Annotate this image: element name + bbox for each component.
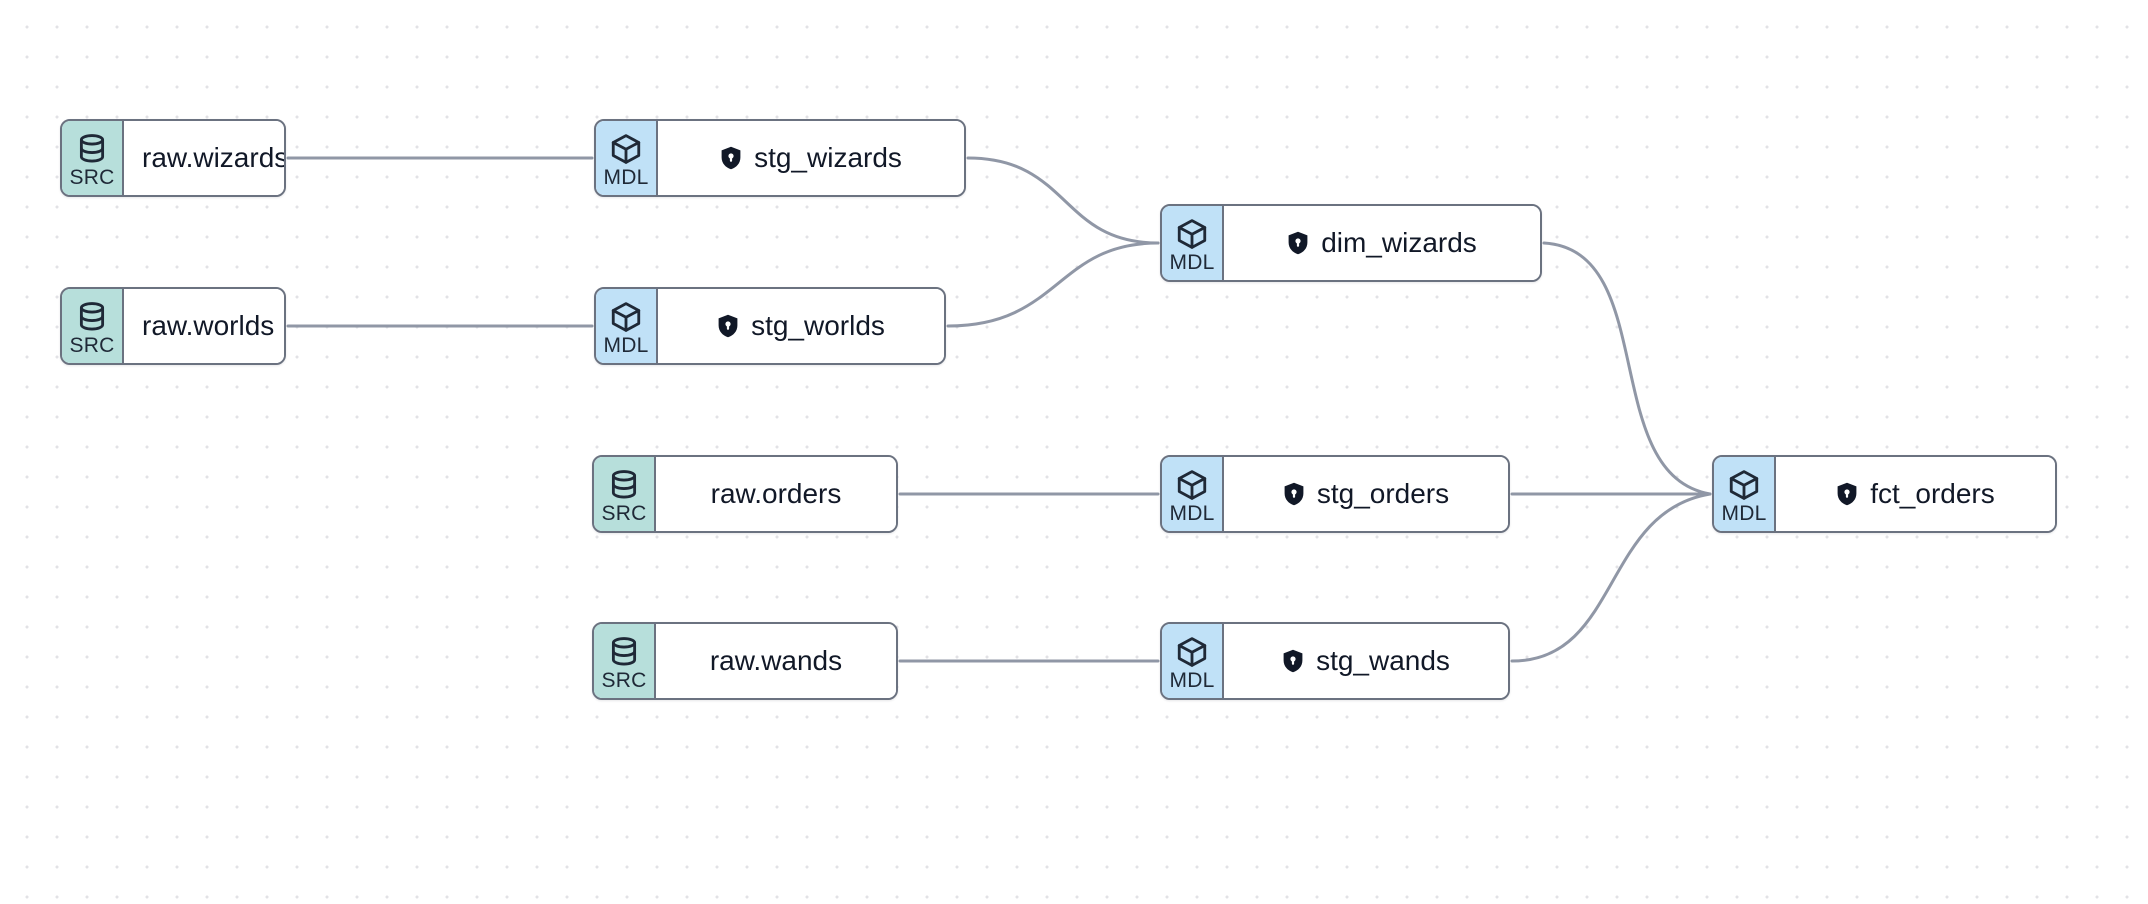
node-kind-badge-source: SRC (62, 289, 124, 363)
node-body: raw.wands (656, 624, 896, 698)
cube-icon (1177, 219, 1207, 249)
node-kind-badge-model: MDL (596, 121, 658, 195)
node-raw-orders[interactable]: SRC raw.orders (592, 455, 898, 533)
node-label: fct_orders (1870, 477, 1995, 509)
database-icon (79, 302, 105, 331)
node-body: stg_orders (1224, 457, 1508, 531)
node-label: raw.orders (710, 477, 842, 509)
cube-icon (1729, 470, 1759, 500)
node-label: stg_wizards (754, 141, 902, 173)
node-stg-wizards[interactable]: MDL stg_wizards (594, 119, 966, 197)
node-raw-wands[interactable]: SRC raw.wands (592, 622, 898, 700)
node-label: raw.worlds (142, 309, 275, 341)
cube-icon (1177, 637, 1207, 667)
node-body: raw.worlds (124, 289, 284, 363)
node-body: fct_orders (1776, 457, 2055, 531)
node-kind-badge-model: MDL (1162, 624, 1224, 698)
node-raw-wizards[interactable]: SRC raw.wizards (60, 119, 286, 197)
node-kind-badge-model: MDL (1714, 457, 1776, 531)
node-body: dim_wizards (1224, 206, 1540, 280)
node-kind-label: MDL (603, 166, 649, 189)
node-label: stg_worlds (751, 309, 885, 341)
edge-dim-wizards-fct-orders (1542, 241, 1712, 496)
node-kind-label: SRC (69, 334, 115, 357)
node-fct-orders[interactable]: MDL fct_orders (1712, 455, 2057, 533)
node-body: stg_wizards (658, 121, 964, 195)
node-body: raw.wizards (124, 121, 286, 195)
node-kind-badge-model: MDL (596, 289, 658, 363)
node-kind-badge-model: MDL (1162, 206, 1224, 280)
node-kind-label: SRC (69, 166, 115, 189)
node-body: stg_wands (1224, 624, 1508, 698)
cube-icon (1177, 470, 1207, 500)
node-kind-badge-source: SRC (594, 624, 656, 698)
node-label: dim_wizards (1321, 226, 1477, 258)
node-label: raw.wands (709, 644, 843, 676)
node-stg-worlds[interactable]: MDL stg_worlds (594, 287, 946, 365)
node-kind-label: MDL (603, 334, 649, 357)
node-kind-label: MDL (1169, 251, 1215, 274)
cube-icon (611, 302, 641, 332)
cube-icon (611, 134, 641, 164)
edge-stg-wands-fct-orders (1510, 492, 1712, 663)
node-kind-badge-source: SRC (594, 457, 656, 531)
node-stg-wands[interactable]: MDL stg_wands (1160, 622, 1510, 700)
database-icon (611, 637, 637, 666)
shield-lock-icon (718, 314, 738, 338)
shield-lock-icon (1284, 482, 1304, 506)
shield-lock-icon (1837, 482, 1857, 506)
node-kind-label: SRC (601, 669, 647, 692)
edge-stg-wizards-dim-wizards (966, 156, 1160, 245)
database-icon (79, 134, 105, 163)
shield-lock-icon (721, 146, 741, 170)
node-label: raw.wizards (142, 141, 286, 173)
node-kind-label: MDL (1721, 502, 1767, 525)
node-kind-badge-model: MDL (1162, 457, 1224, 531)
node-kind-label: MDL (1169, 502, 1215, 525)
shield-lock-icon (1283, 649, 1303, 673)
node-kind-badge-source: SRC (62, 121, 124, 195)
node-dim-wizards[interactable]: MDL dim_wizards (1160, 204, 1542, 282)
node-body: raw.orders (656, 457, 896, 531)
node-label: stg_wands (1316, 644, 1450, 676)
node-kind-label: SRC (601, 502, 647, 525)
shield-lock-icon (1288, 231, 1308, 255)
edge-stg-worlds-dim-wizards (946, 241, 1160, 328)
node-kind-label: MDL (1169, 669, 1215, 692)
database-icon (611, 470, 637, 499)
node-label: stg_orders (1316, 477, 1450, 509)
node-stg-orders[interactable]: MDL stg_orders (1160, 455, 1510, 533)
node-raw-worlds[interactable]: SRC raw.worlds (60, 287, 286, 365)
node-body: stg_worlds (658, 289, 944, 363)
